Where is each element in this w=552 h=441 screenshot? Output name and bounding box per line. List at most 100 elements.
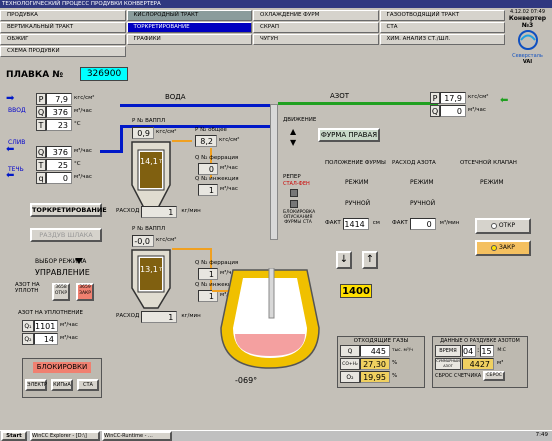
blok-indicator xyxy=(290,200,298,208)
razduv-reset-label: СБРОС СЧЕТЧИКА xyxy=(435,373,482,379)
v1-obsh-label: P N₂ общее xyxy=(195,127,227,133)
nav-him[interactable]: ХИМ. АНАЛИЗ СТ./ШЛ. xyxy=(379,34,505,45)
nav-vert-trakt[interactable]: ВЕРТИКАЛЬНЫЙ ТРАКТ xyxy=(0,22,126,33)
brand-title: Конвертер №3 xyxy=(508,15,547,29)
move-up-icon[interactable]: ▲ xyxy=(290,127,297,136)
v1-inj-label: Q N₂ инжекция xyxy=(195,176,239,182)
v1-ferr-value: 0 xyxy=(198,163,218,175)
nav-chugun[interactable]: ЧУГУН xyxy=(253,34,379,45)
azot-pipe xyxy=(278,102,438,105)
reper-label: РЕПЕР xyxy=(283,174,301,180)
nav-gazootv[interactable]: ГАЗООТВОДЯЩИЙ ТРАКТ xyxy=(379,10,505,21)
v1-ferr: 0 м³/час xyxy=(198,163,238,175)
reper-indicator xyxy=(290,189,298,197)
vessel2-level-unit: т xyxy=(159,266,163,273)
kipia-button[interactable]: КИПиА xyxy=(51,379,73,391)
nav-skrap[interactable]: СКРАП xyxy=(253,22,379,33)
v1-vappl-value: 0,9 xyxy=(132,127,154,139)
valve-rezhim[interactable]: РЕЖИМ xyxy=(480,179,504,186)
rash-label: РАСХОД АЗОТА xyxy=(392,160,436,166)
v1-ferr-label: Q N₂ феррация xyxy=(195,155,239,161)
water-pipe-top xyxy=(120,104,278,107)
dvizh-label: ДВИЖЕНИЕ xyxy=(283,117,317,123)
vessel2-level: 13,1 xyxy=(140,265,158,274)
elektr-button[interactable]: ЭЛЕКТР xyxy=(25,379,47,391)
rash-rezhim[interactable]: РЕЖИМ xyxy=(410,179,434,186)
v2-vappl-unit: кгс/см² xyxy=(156,237,177,243)
brand-company: Северсталь xyxy=(512,53,543,59)
converter-angle: -069° xyxy=(235,376,258,385)
nav-ohlazh[interactable]: ОХЛАЖДЕНИЕ ФУРМ xyxy=(253,10,379,21)
move-down-icon[interactable]: ▼ xyxy=(290,138,297,147)
v2-ferr-unit: м³/час xyxy=(220,270,238,276)
outlet-table: Q 376 м³/час T 25 °С q 0 м³/час xyxy=(36,146,116,184)
pos-fakt-label: ФАКТ xyxy=(325,220,341,226)
nav-sta[interactable]: СТА xyxy=(379,22,505,33)
outlet-q-value: 376 xyxy=(46,146,72,158)
chevron-down-icon[interactable] xyxy=(75,258,83,264)
nav-grafiki[interactable]: ГРАФИКИ xyxy=(126,34,252,45)
furma-title-button[interactable]: ФУРМА ПРАВАЯ xyxy=(318,128,380,142)
inlet-q-unit: м³/час xyxy=(74,108,92,114)
converter-vessel-icon xyxy=(220,268,320,369)
razduv-panel: ДАННЫЕ О РАЗДУВКЕ АЗОТОМ ВРЕМЯ 04 : 15 М… xyxy=(432,336,528,388)
arrow-left-icon: ⬅ xyxy=(6,144,15,155)
valve-close-indicator-icon xyxy=(491,244,498,251)
valve-close-button[interactable]: ЗАКР xyxy=(475,240,531,256)
azot-upl-q-label: АЗОТ НА УПЛОТНЕНИЕ xyxy=(18,310,84,316)
water-pipe-mid xyxy=(122,125,272,128)
valve-open-button[interactable]: ОТКР xyxy=(475,218,531,234)
inlet-table: P 7,9 кгс/см² Q 376 м³/час T 23 °С xyxy=(36,93,116,131)
outlet-qq-unit: м³/час xyxy=(74,174,92,180)
razduv-min: 04 xyxy=(462,345,476,357)
valve-open-label: ОТКР xyxy=(498,222,516,229)
q1-value: 1101 xyxy=(34,320,58,332)
reset-button[interactable]: СБРОС xyxy=(483,371,506,381)
torkret-button[interactable]: ТОРКРЕТИРОВАНИЕ xyxy=(30,203,107,217)
nav-kisl-trakt[interactable]: КИСЛОРОДНЫЙ ТРАКТ xyxy=(126,10,252,21)
start-button[interactable]: Start xyxy=(1,431,27,441)
razduv-title: ДАННЫЕ О РАЗДУВКЕ АЗОТОМ xyxy=(440,338,520,344)
razduv-sum-row: СУММАРНЫЙ АЗОТ 4427 м³ xyxy=(435,358,525,370)
v1-gas-pipe xyxy=(172,140,192,142)
nav-shema[interactable]: СХЕМА ПРОДУВКИ xyxy=(0,46,126,57)
pos-ruchnoi[interactable]: РУЧНОЙ xyxy=(345,200,371,207)
arrow-down-button[interactable]: ↓ xyxy=(336,251,352,269)
nav-torkret[interactable]: ТОРКРЕТИРОВАНИЕ xyxy=(126,22,252,33)
razdui-button[interactable]: РАЗДУВ ШЛАКА xyxy=(30,228,102,242)
nav-col-3: ОХЛАЖДЕНИЕ ФУРМ СКРАП ЧУГУН xyxy=(253,10,379,57)
razduv-sum-unit: м³ xyxy=(497,360,504,366)
gases-o2-row: O₂ 19,95 % xyxy=(340,371,422,383)
nav-prodyvka[interactable]: ПРОДУВКА xyxy=(0,10,126,21)
company-logo-icon xyxy=(517,30,538,50)
vessel1-level-unit: т xyxy=(159,158,163,165)
azot-q1: Q₁ 1101 м³/час xyxy=(22,320,78,332)
rash-ruchnoi[interactable]: РУЧНОЙ xyxy=(410,200,436,207)
arrow-up-button[interactable]: ↑ xyxy=(362,251,378,269)
upravlenie-label: УПРАВЛЕНИЕ xyxy=(35,268,90,277)
inlet-p-value: 7,9 xyxy=(46,93,72,105)
azot-p-label: P xyxy=(430,92,440,104)
azot-q-unit: м³/час xyxy=(468,107,486,113)
nav-col-2: КИСЛОРОДНЫЙ ТРАКТ ТОРКРЕТИРОВАНИЕ ГРАФИК… xyxy=(126,10,252,57)
sta-button[interactable]: СТА xyxy=(77,379,99,391)
azot-upl-label: АЗОТ НА УПЛОТН xyxy=(15,282,40,294)
azot-open-button[interactable]: 3658 ОТКР xyxy=(52,283,70,301)
pos-rezhim[interactable]: РЕЖИМ xyxy=(345,179,369,186)
nav-obzhig[interactable]: ОБЖИГ xyxy=(0,34,126,45)
taskbar-item-explorer[interactable]: WinCC Explorer - [D:\] xyxy=(30,431,100,441)
rash-fakt: ФАКТ 0 м³/мин xyxy=(392,218,459,230)
v2-to-conv-pipe xyxy=(212,290,242,292)
azot-q-label: Q xyxy=(430,105,440,117)
azot-close-button[interactable]: 3659 ЗАКР xyxy=(76,283,94,301)
inlet-p-unit: кгс/см² xyxy=(74,95,95,101)
nav-col-1: ПРОДУВКА ВЕРТИКАЛЬНЫЙ ТРАКТ ОБЖИГ СХЕМА … xyxy=(0,10,126,57)
gases-o2-unit: % xyxy=(392,373,398,379)
v2-vappl: -0,0 кгс/см² xyxy=(132,235,176,247)
q1-label: Q₁ xyxy=(22,320,34,332)
taskbar: Start WinCC Explorer - [D:\] WinCC-Runti… xyxy=(0,430,552,441)
taskbar-item-runtime[interactable]: WinCC-Runtime - ... xyxy=(102,431,172,441)
taskbar-clock: 7:49 xyxy=(535,432,548,438)
pos-fakt-unit: см xyxy=(372,220,380,226)
v1-vappl: 0,9 кгс/см² xyxy=(132,127,176,139)
